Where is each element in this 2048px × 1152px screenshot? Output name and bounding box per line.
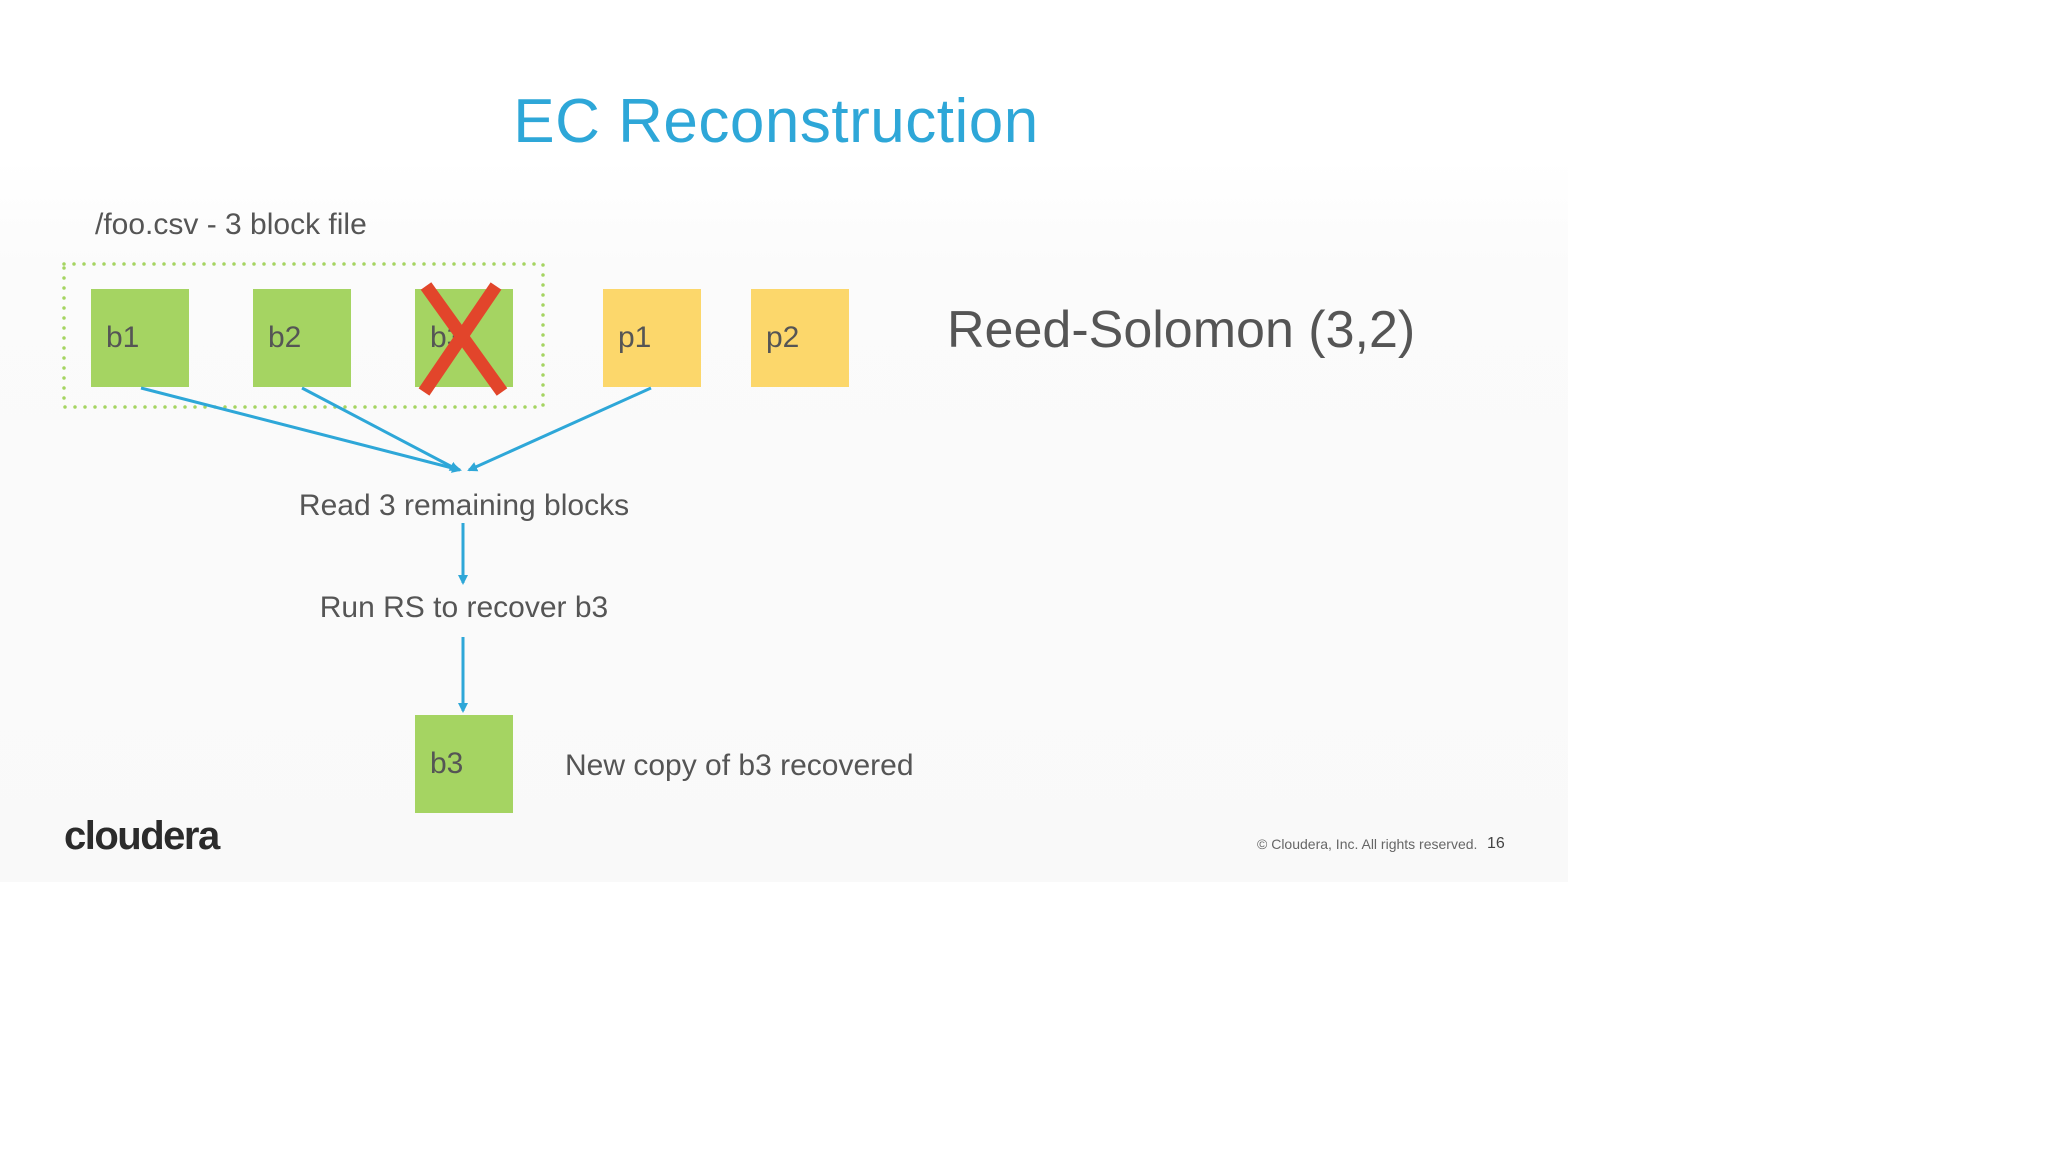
data-block-b1: b1 [91, 289, 189, 387]
diagram-connectors [62, 262, 545, 409]
cloudera-logo: cloudera [64, 814, 220, 858]
block-label: p2 [766, 321, 800, 354]
diagram-arrows [140, 282, 652, 713]
scheme-label: Reed-Solomon (3,2) [947, 301, 1416, 359]
file-group-outline [62, 262, 545, 409]
recovered-caption: New copy of b3 recovered [565, 749, 914, 782]
arrow-icon [140, 386, 652, 713]
parity-block-p1: p1 [603, 289, 701, 387]
copyright-text: © Cloudera, Inc. All rights reserved. [1257, 836, 1478, 852]
block-label: p1 [618, 321, 652, 354]
step-read-blocks: Read 3 remaining blocks [298, 489, 630, 522]
block-label: b1 [106, 321, 140, 354]
step-run-rs: Run RS to recover b3 [319, 591, 609, 624]
data-block-b2: b2 [253, 289, 351, 387]
arrow-b1-to-read [140, 386, 462, 473]
arrow-p1-to-read [467, 386, 652, 472]
block-label: b2 [268, 321, 302, 354]
block-label: b3 [430, 747, 464, 780]
slide: EC Reconstruction /foo.csv - 3 block fil… [0, 0, 1568, 882]
x-mark-icon [418, 282, 508, 396]
recovered-block-b3: b3 [415, 715, 513, 813]
arrow-b2-to-read [301, 386, 460, 472]
slide-title: EC Reconstruction [513, 87, 1039, 156]
file-label: /foo.csv - 3 block file [95, 208, 367, 241]
parity-block-p2: p2 [751, 289, 849, 387]
page-number: 16 [1487, 835, 1505, 852]
